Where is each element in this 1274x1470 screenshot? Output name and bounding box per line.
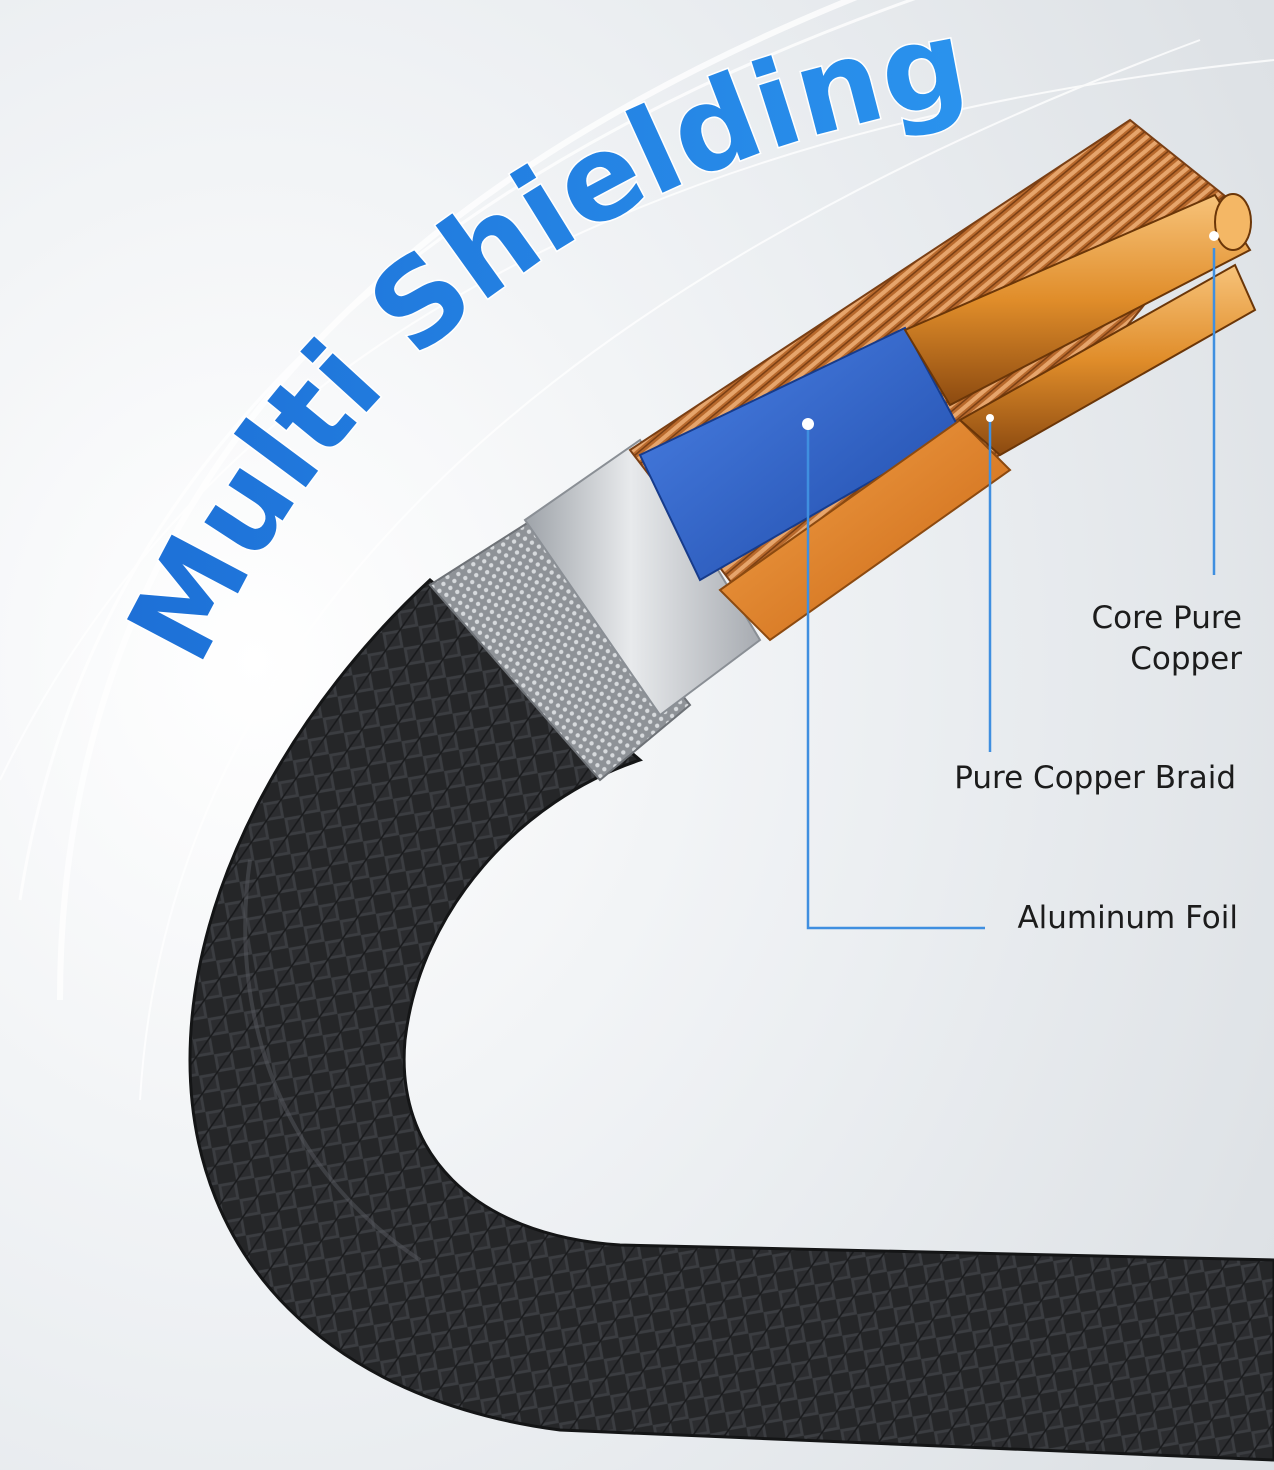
leader-line-foil [806, 425, 985, 930]
callout-core-pure-copper: Core Pure Copper [1091, 598, 1242, 680]
leader-dots [802, 231, 1219, 430]
copper-core-wire [903, 193, 1252, 407]
callout-core-line-1: Core Pure [1091, 600, 1242, 636]
callout-aluminum-foil: Aluminum Foil [1017, 900, 1238, 936]
callout-pure-copper-braid: Pure Copper Braid [954, 760, 1236, 796]
callout-core-line-2: Copper [1130, 641, 1242, 677]
aluminum-foil-layer [523, 438, 762, 717]
orange-insulated-wire [718, 418, 1012, 642]
leader-lines [806, 248, 1216, 930]
copper-core-end [1214, 193, 1252, 251]
decorative-swoosh [0, 0, 1274, 1101]
braided-cable [188, 577, 1274, 1462]
mesh-shield [428, 513, 692, 782]
copper-core-wire [958, 263, 1257, 457]
